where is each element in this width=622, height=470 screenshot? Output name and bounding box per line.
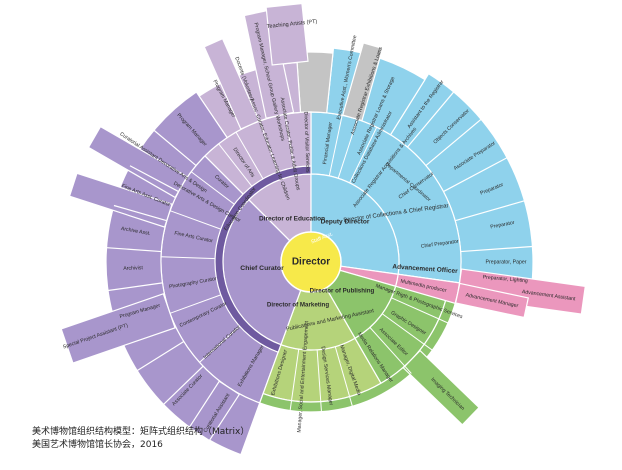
segment-label-preparator_paper: Preparator, Paper [486, 259, 527, 265]
advancement-mgr-box [454, 282, 529, 319]
divider-mid-10 [316, 349, 322, 412]
divider-mid-0 [284, 114, 297, 176]
hub-label-chief-curator: Chief Curator [240, 265, 284, 272]
segment-label-financial_mgr: Financial Manager [322, 121, 334, 164]
divider-left-5 [136, 340, 185, 372]
hub-label-publishing: Director of Publishing [310, 288, 375, 295]
divider-left-6 [163, 365, 204, 405]
exec-box [341, 42, 384, 122]
segment-label-director_visitor: Director of Visitor Services [302, 111, 310, 173]
archive-box [68, 172, 173, 228]
advancement-officer-label: Advancement Officer [392, 263, 458, 275]
divider-right-3 [425, 118, 482, 167]
teaching-artists-label: Teaching Artists (PT) [266, 19, 317, 30]
hub-label-marketing: Director of Marketing [267, 302, 329, 309]
caption-line-2: 美国艺术博物馆馆长协会，2016 [32, 440, 163, 450]
divider-right-2 [443, 157, 508, 193]
advancement-asst-box [456, 268, 586, 315]
divider-mid-9 [289, 349, 300, 411]
divider-mid-12 [369, 327, 412, 374]
segment-label-archive_asst: Archive Asst. [120, 226, 151, 237]
divider-left-0 [153, 129, 197, 167]
curatorial-band [214, 165, 312, 353]
segment-label-archivist: Archivist [123, 265, 143, 272]
special-project-box [60, 293, 176, 364]
divider-left-4 [107, 282, 163, 292]
divider-mid-11 [334, 346, 353, 407]
hub-label-education: Director of Education [259, 216, 325, 223]
fine-arts-box [87, 125, 188, 199]
caption-line-1: 美术博物馆组织结构模型：矩阵式组织结构（Matrix） [32, 427, 250, 437]
director-label: Director [292, 257, 330, 268]
divider-mid-6 [161, 256, 224, 260]
divider-right-1 [455, 200, 525, 222]
divider-right-0 [460, 245, 533, 253]
director-circle [280, 231, 342, 293]
divider-mid-1 [259, 120, 282, 180]
divider-mid-8 [199, 320, 246, 363]
caption: 美术博物馆组织结构模型：矩阵式组织结构（Matrix） 美国艺术博物馆馆长协会，… [32, 426, 249, 452]
segment-label-preparator_lighting: Preparator, Lighting [482, 274, 528, 284]
segment-label-chief_preparator: Chief Preparator [421, 239, 460, 250]
divider-mid-15 [349, 126, 378, 184]
divider-mid-2 [235, 131, 268, 187]
divider-mid-4 [190, 171, 242, 210]
curatorial-asst-box [188, 380, 241, 442]
imaging-box [402, 349, 480, 426]
divider-mid-14 [391, 297, 449, 324]
divider-mid-7 [169, 291, 229, 314]
divider-mid-5 [169, 210, 229, 233]
teaching-artists-box [265, 2, 309, 66]
segment-label-preparator_2: Preparator [490, 220, 515, 231]
divider-mid-3 [218, 143, 258, 193]
hub-label-deputy: Deputy Director [321, 219, 370, 226]
divider-left-2 [113, 204, 167, 222]
divider-mid-17 [328, 115, 343, 177]
divider-mid-13 [381, 313, 433, 351]
divider-left-3 [106, 247, 162, 253]
divider-right-4 [406, 91, 455, 148]
docents-box [203, 37, 260, 130]
divider-left-1 [129, 165, 179, 193]
divider-mid-16 [337, 119, 358, 179]
